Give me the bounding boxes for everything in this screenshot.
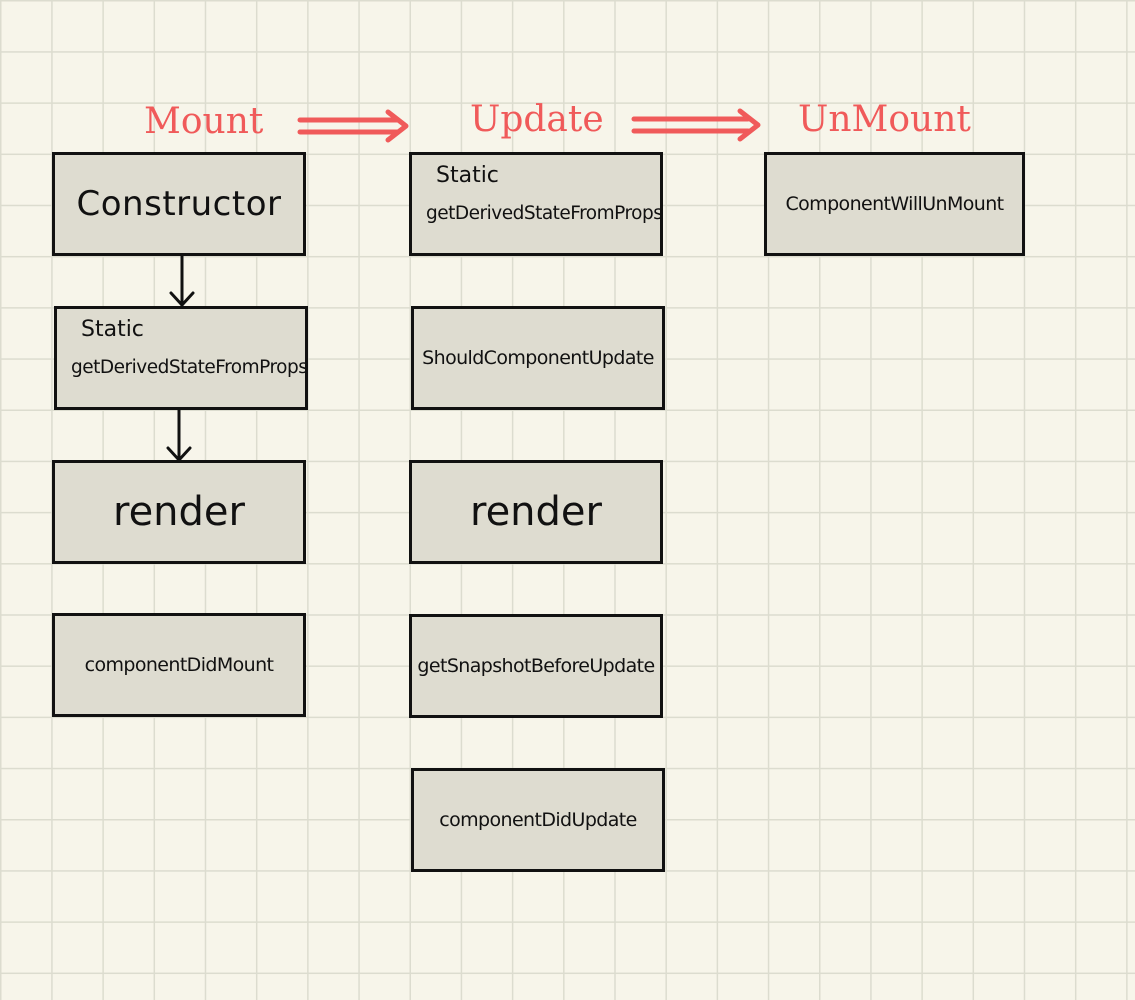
update-render-box: render [409,460,663,564]
get-snapshot-before-update-box: getSnapshotBeforeUpdate [409,614,663,718]
get-derived-state-label: getDerivedStateFromProps [71,357,308,378]
flow-arrow-gdsfp-to-render [166,408,192,462]
constructor-label: Constructor [76,184,282,224]
get-snapshot-before-update-label: getSnapshotBeforeUpdate [417,655,655,677]
phase-label-mount: Mount [144,101,264,142]
update-get-derived-state-box: Static getDerivedStateFromProps [409,152,663,256]
mount-get-derived-state-box: Static getDerivedStateFromProps [54,306,308,410]
render-label: render [470,489,602,535]
should-component-update-label: ShouldComponentUpdate [422,347,654,369]
static-label: Static [81,317,144,342]
should-component-update-box: ShouldComponentUpdate [411,306,665,410]
flow-arrow-constructor-to-gdsfp [169,254,195,307]
component-will-unmount-box: ComponentWillUnMount [764,152,1025,256]
static-label: Static [436,163,499,188]
phase-label-unmount: UnMount [798,99,971,140]
get-derived-state-label: getDerivedStateFromProps [426,203,663,224]
component-will-unmount-label: ComponentWillUnMount [785,193,1004,215]
phase-label-update: Update [470,99,604,140]
phase-arrow-mount-to-update [297,109,409,143]
constructor-box: Constructor [52,152,306,256]
component-did-update-label: componentDidUpdate [439,809,637,831]
component-did-update-box: componentDidUpdate [411,768,665,872]
phase-arrow-update-to-unmount [631,108,761,142]
render-label: render [113,489,245,535]
mount-render-box: render [52,460,306,564]
component-did-mount-label: componentDidMount [84,654,274,676]
component-did-mount-box: componentDidMount [52,613,306,717]
